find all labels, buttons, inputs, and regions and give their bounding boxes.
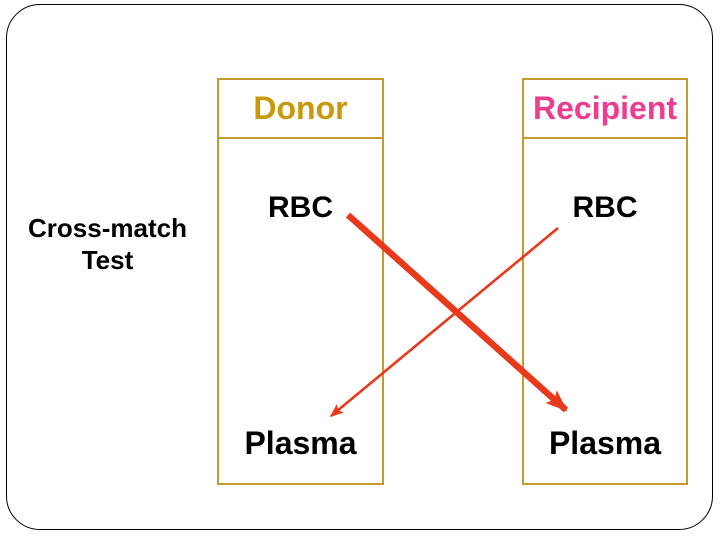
recipient-rbc-label: RBC — [572, 191, 638, 224]
recipient-header-label: Recipient — [532, 90, 678, 126]
donor-plasma-label: Plasma — [244, 425, 357, 461]
recipient-plasma-label: Plasma — [548, 425, 662, 461]
donor-header: Donor — [219, 80, 382, 139]
donor-header-label: Donor — [253, 90, 348, 126]
crossmatch-test-label: Cross-match Test — [28, 213, 187, 275]
slide-border — [6, 4, 713, 530]
donor-column: Donor RBC Plasma — [217, 78, 384, 485]
recipient-header: Recipient — [524, 80, 686, 139]
recipient-column: Recipient RBC Plasma — [522, 78, 688, 485]
donor-rbc-label: RBC — [268, 191, 333, 224]
